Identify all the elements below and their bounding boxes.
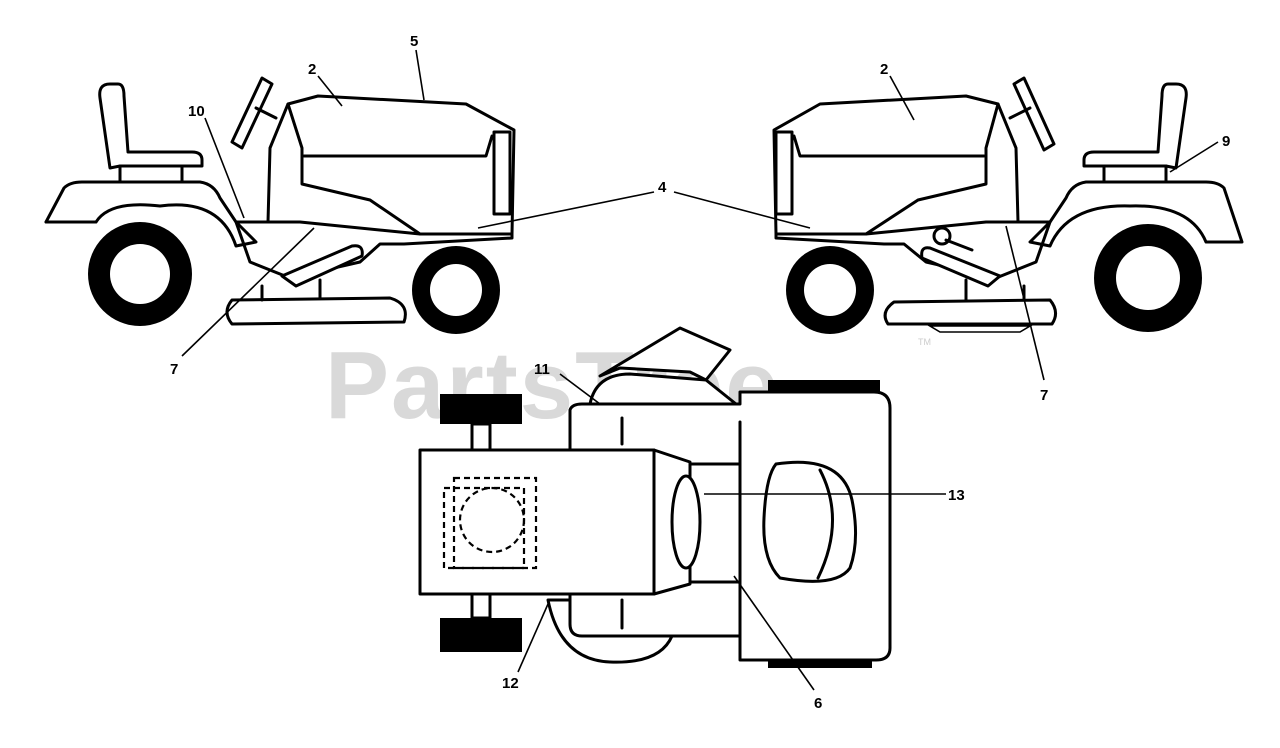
- right-deck-hanger: [964, 278, 1026, 302]
- watermark-trademark: TM: [918, 337, 931, 347]
- callout-13: 13: [948, 487, 965, 504]
- callout-12: 12: [502, 675, 519, 692]
- callout-left-10: 10: [188, 103, 205, 120]
- leader-top-12: [517, 603, 549, 673]
- right-fender: [1028, 180, 1244, 248]
- right-hood-line: [792, 134, 986, 158]
- left-steering-wheel: [230, 76, 274, 150]
- right-seat-back: [1082, 82, 1188, 170]
- callout-left-7: 7: [170, 361, 178, 378]
- callout-right-7: 7: [1040, 387, 1048, 404]
- top-deck-upper: [588, 372, 738, 406]
- top-front-axle-lower: [470, 592, 492, 620]
- leader-4-right: [673, 191, 811, 229]
- callout-left-5: 5: [410, 33, 418, 50]
- right-rear-wheel: [1094, 224, 1202, 332]
- callout-6: 6: [814, 695, 822, 712]
- top-seat-back: [816, 468, 834, 580]
- leader-right-2: [889, 75, 915, 121]
- leader-4-left: [477, 191, 655, 229]
- leader-top-6: [733, 575, 815, 691]
- callout-left-2: 2: [308, 61, 316, 78]
- top-decal-outline: [452, 476, 538, 570]
- right-mower-deck: [883, 298, 1057, 326]
- left-side-view: [44, 76, 516, 334]
- left-chassis: [44, 220, 514, 280]
- top-front-tire-lower: [440, 618, 522, 652]
- right-deck-chute: [927, 325, 1033, 333]
- left-foot-pedal: [280, 244, 364, 288]
- leader-right-9: [1169, 141, 1219, 173]
- right-steering-wheel: [1012, 76, 1056, 152]
- callout-right-2: 2: [880, 61, 888, 78]
- left-hood: [286, 94, 516, 236]
- right-grille: [774, 130, 794, 216]
- callout-4: 4: [658, 179, 667, 196]
- left-dash: [266, 102, 290, 224]
- left-fender: [44, 180, 258, 248]
- leader-left-5: [415, 49, 425, 101]
- left-mower-deck: [225, 296, 407, 326]
- top-seat: [762, 460, 858, 583]
- top-front-axle-upper: [470, 422, 492, 452]
- left-rear-wheel: [88, 222, 192, 326]
- callout-labels: 2 5 10 7 4 2 9 7 11 13 12 6: [170, 33, 1230, 712]
- left-grille: [492, 130, 512, 216]
- left-hood-line: [302, 134, 494, 158]
- right-front-wheel: [786, 246, 874, 334]
- right-foot-pedal: [920, 246, 1002, 288]
- leader-left-7: [181, 227, 315, 357]
- left-seat-back: [98, 82, 204, 170]
- right-hood: [772, 94, 1000, 236]
- right-steering-column: [1008, 106, 1032, 120]
- right-side-view: [772, 76, 1244, 334]
- top-steering-wheel: [670, 474, 702, 570]
- left-deck-hanger: [260, 278, 322, 302]
- left-front-wheel: [412, 246, 500, 334]
- right-lift-lever: [932, 226, 974, 252]
- top-front-tire-upper: [440, 394, 522, 424]
- leader-lines: [181, 49, 1219, 691]
- callout-11: 11: [534, 361, 550, 378]
- leader-top-11: [559, 373, 601, 405]
- leader-right-7: [1005, 225, 1045, 381]
- left-steering-column: [254, 106, 278, 120]
- top-decal-circle: [458, 486, 526, 554]
- right-dash: [996, 102, 1020, 224]
- right-chassis: [774, 220, 1052, 280]
- leader-left-2: [317, 75, 343, 107]
- leader-left-10: [204, 117, 245, 219]
- callout-right-9: 9: [1222, 133, 1230, 150]
- top-view: [418, 326, 892, 668]
